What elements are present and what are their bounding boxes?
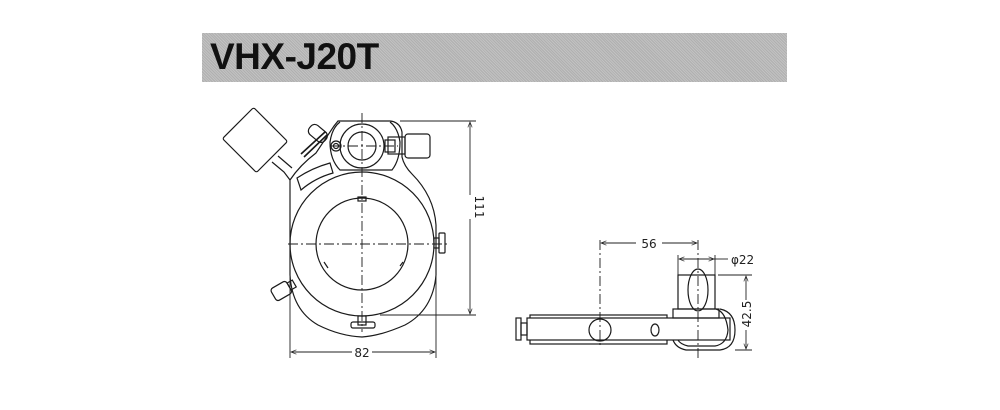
diameter-dimension-label: φ22: [731, 253, 754, 267]
width-dimension-label: 82: [354, 346, 369, 360]
body-outline: [289, 120, 437, 338]
front-centerlines: [288, 113, 448, 332]
side-centerlines: [599, 240, 699, 360]
lens-housing: [672, 308, 736, 351]
head-knob: [404, 133, 431, 159]
height-dimension-label: 111: [472, 196, 486, 219]
offset-dimension-label: 56: [641, 237, 656, 251]
model-title-bar: VHX-J20T: [202, 33, 787, 82]
head-block: [329, 121, 401, 171]
model-title: VHX-J20T: [210, 36, 379, 77]
box-stem: [271, 155, 293, 181]
slanted-plate: [300, 131, 328, 158]
side-view: [515, 268, 736, 351]
lens-holder: [677, 274, 716, 310]
side-height-dimension-label: 42.5: [740, 301, 754, 328]
curved-slot: [296, 162, 334, 192]
front-view: [222, 107, 446, 338]
ring-notch-top: [357, 196, 367, 202]
arm-end-knob: [515, 317, 522, 341]
lens-housing-inner: [677, 308, 729, 347]
ring-notch-right: [399, 261, 404, 267]
right-knob: [438, 232, 446, 254]
plate-tab: [307, 123, 328, 143]
arm-hole-small: [650, 323, 660, 337]
ring-notch-left: [323, 261, 329, 269]
angled-box: [222, 107, 288, 173]
lens-element: [687, 268, 709, 312]
arm-end-knob-stem: [520, 322, 528, 336]
bottom-knob: [350, 321, 376, 329]
arm-bar: [526, 317, 731, 341]
front-dimensions: [289, 120, 476, 358]
left-knob: [270, 280, 293, 302]
